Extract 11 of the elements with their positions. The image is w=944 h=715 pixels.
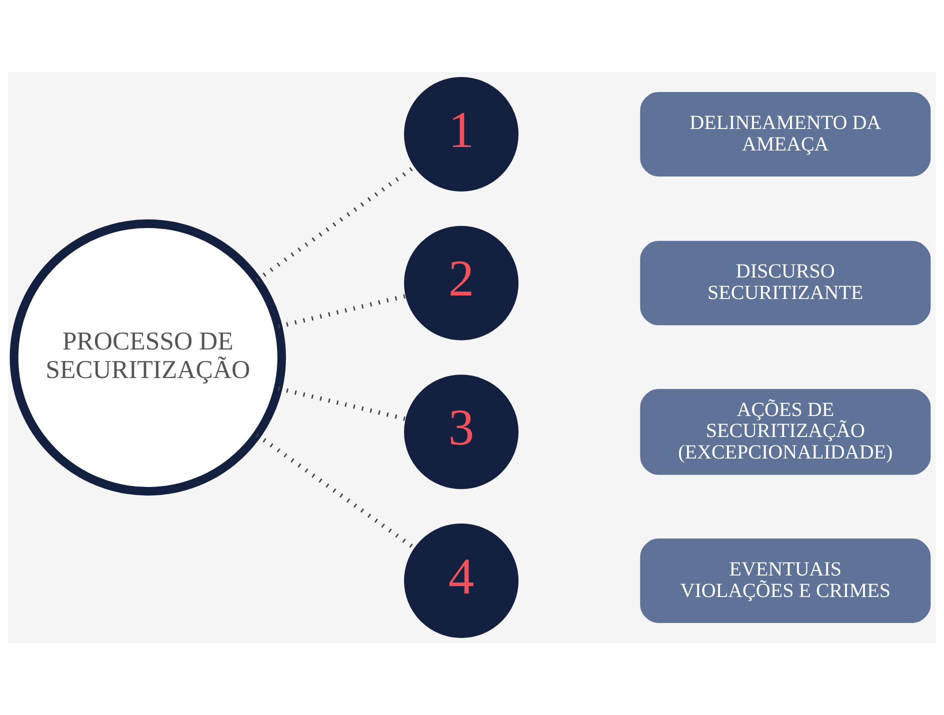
node-box: DELINEAMENTO DA AMEAÇA <box>640 92 931 176</box>
node-box: EVENTUAIS VIOLAÇÕES E CRIMES <box>640 538 931 623</box>
node-circle: 3 <box>404 374 518 490</box>
node-circle: 2 <box>404 226 518 340</box>
node-circle: PROCESSO DE SECURITIZAÇÃO <box>10 219 286 496</box>
node-circle: 4 <box>404 524 518 638</box>
connector <box>278 386 406 422</box>
node-box: DISCURSO SECURITIZANTE <box>640 240 931 326</box>
node-circle: 1 <box>404 77 518 192</box>
node-box: AÇÕES DE SECURITIZAÇÃO (EXCEPCIONALIDADE) <box>640 388 931 475</box>
connector <box>278 294 406 329</box>
